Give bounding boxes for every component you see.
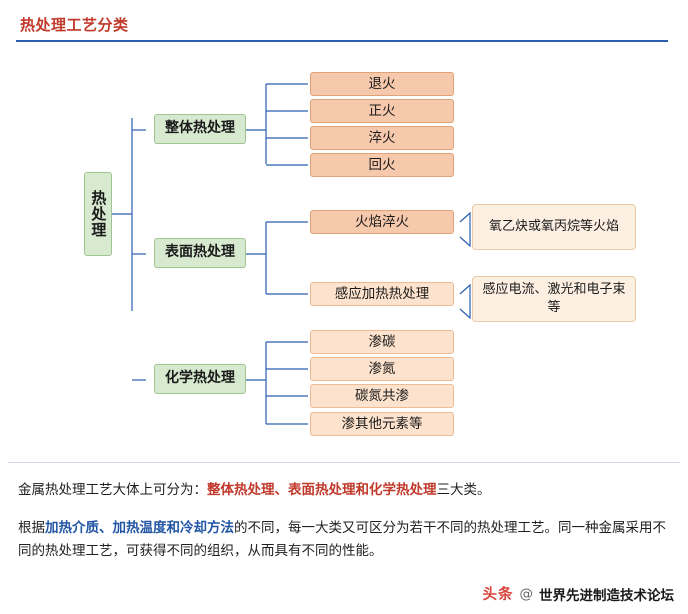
- footer-separator: @: [519, 585, 534, 602]
- paragraph-two-highlight: 加热介质、加热温度和冷却方法: [45, 519, 234, 536]
- paragraph-one-highlight: 整体热处理、表面热处理和化学热处理: [207, 482, 437, 498]
- paragraph-two-suffix: 的不同，每一大类又可区分为若干不同的热处理工艺。同一种金属采用不同的热处理工艺，…: [18, 519, 666, 560]
- node-branch-chemical: 化学热处理: [154, 364, 246, 394]
- description-text-block: 金属热处理工艺大体上可分为：整体热处理、表面热处理和化学热处理三大类。 根据加热…: [8, 462, 680, 564]
- title-divider: [16, 40, 668, 42]
- node-leaf-flame-quenching: 火焰淬火: [310, 210, 454, 234]
- paragraph-one-suffix: 三大类。: [436, 482, 491, 498]
- node-leaf-other-elements: 渗其他元素等: [310, 412, 454, 436]
- toutiao-logo-icon: 头条: [483, 583, 514, 604]
- node-leaf-annealing: 退火: [310, 72, 454, 96]
- page-title: 热处理工艺分类: [20, 16, 129, 34]
- paragraph-one-prefix: 金属热处理工艺大体上可分为：: [18, 482, 207, 498]
- node-leaf-induction-heating: 感应加热热处理: [310, 282, 454, 306]
- node-leaf-tempering: 回火: [310, 153, 454, 177]
- heat-treatment-tree-diagram: 热处理 整体热处理 表面热处理 化学热处理 退火 正火 淬火 回火 火焰淬火 感…: [8, 46, 680, 458]
- node-leaf-quenching: 淬火: [310, 126, 454, 150]
- node-branch-surface: 表面热处理: [154, 238, 246, 268]
- paragraph-two: 根据加热介质、加热温度和冷却方法的不同，每一大类又可区分为若干不同的热处理工艺。…: [8, 503, 680, 564]
- toutiao-logo-text: 头条: [482, 587, 514, 603]
- footer-account-name: 世界先进制造技术论坛: [539, 587, 674, 604]
- page-title-area: 热处理工艺分类: [8, 14, 680, 44]
- node-leaf-carburizing: 渗碳: [310, 330, 454, 354]
- note-induction-source: 感应电流、激光和电子束等: [472, 276, 636, 322]
- note-flame-source: 氧乙炔或氧丙烷等火焰: [472, 204, 636, 250]
- paragraph-two-prefix: 根据: [18, 519, 45, 536]
- node-branch-overall: 整体热处理: [154, 114, 246, 144]
- tree-connector-lines: [112, 83, 471, 425]
- node-leaf-carbonitriding: 碳氮共渗: [310, 384, 454, 408]
- node-root: 热处理: [84, 172, 112, 256]
- node-leaf-nitriding: 渗氮: [310, 357, 454, 381]
- paragraph-one: 金属热处理工艺大体上可分为：整体热处理、表面热处理和化学热处理三大类。: [8, 463, 680, 503]
- watermark-footer: 头条 @ 世界先进制造技术论坛: [483, 583, 675, 604]
- node-leaf-normalizing: 正火: [310, 99, 454, 123]
